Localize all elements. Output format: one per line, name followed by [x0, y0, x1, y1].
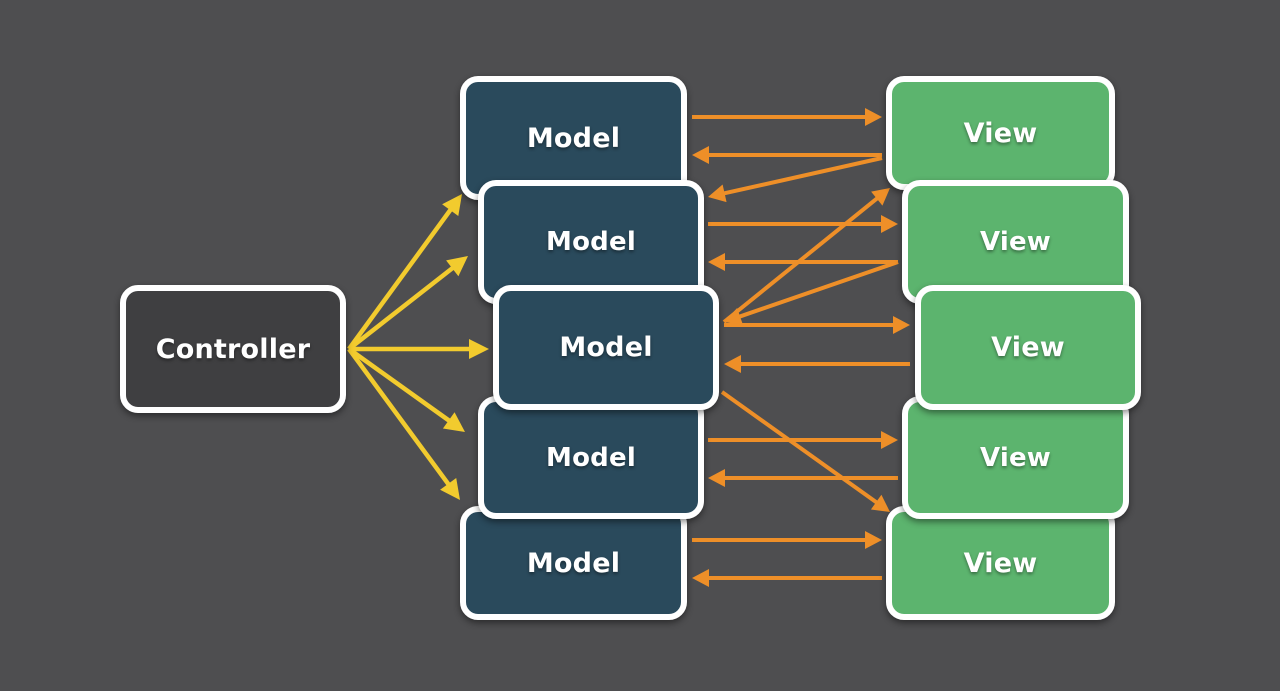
model-node-5[interactable]: Model [460, 506, 687, 620]
model-3-to-view-2 [722, 188, 890, 324]
model-node-3[interactable]: Model [493, 285, 719, 410]
model-label-2: Model [546, 227, 636, 257]
view-label-2: View [979, 227, 1052, 257]
controller-label: Controller [155, 333, 311, 365]
controller-node[interactable]: Controller [120, 285, 346, 413]
view-node-2[interactable]: View [902, 180, 1129, 304]
model-label-3: Model [559, 332, 653, 363]
view-5-to-model-5 [692, 569, 882, 587]
model-label-1: Model [526, 122, 621, 154]
model-2-to-view-2 [708, 215, 898, 233]
view-1-to-model-2 [708, 156, 883, 203]
model-5-to-view-5 [692, 531, 882, 549]
view-label-1: View [963, 117, 1038, 149]
view-node-3[interactable]: View [915, 285, 1141, 410]
view-label-5: View [963, 547, 1038, 579]
model-3-to-view-3 [724, 316, 910, 334]
view-label-3: View [991, 332, 1065, 363]
model-node-4[interactable]: Model [478, 396, 704, 519]
model-label-4: Model [546, 442, 636, 473]
view-label-4: View [979, 442, 1052, 473]
model-4-to-view-4 [708, 431, 898, 449]
controller-to-model-4 [347, 347, 465, 432]
view-2-to-model-2 [708, 253, 898, 271]
controller-to-model-2 [347, 256, 468, 351]
view-node-1[interactable]: View [886, 76, 1115, 190]
model-node-2[interactable]: Model [478, 180, 704, 304]
model-1-to-view-1 [692, 108, 882, 126]
controller-to-model-1 [347, 194, 462, 351]
controller-to-model-3 [349, 339, 489, 359]
view-1-to-model-1 [692, 146, 882, 164]
view-3-to-model-3 [724, 355, 910, 373]
model-node-1[interactable]: Model [460, 76, 687, 200]
view-3-to-model-3-diag [724, 260, 899, 325]
view-4-to-model-4 [708, 469, 898, 487]
view-node-5[interactable]: View [886, 506, 1115, 620]
view-node-4[interactable]: View [902, 396, 1129, 519]
controller-to-model-5 [347, 347, 460, 500]
model-3-to-view-4 [720, 390, 890, 512]
model-label-5: Model [526, 547, 621, 579]
